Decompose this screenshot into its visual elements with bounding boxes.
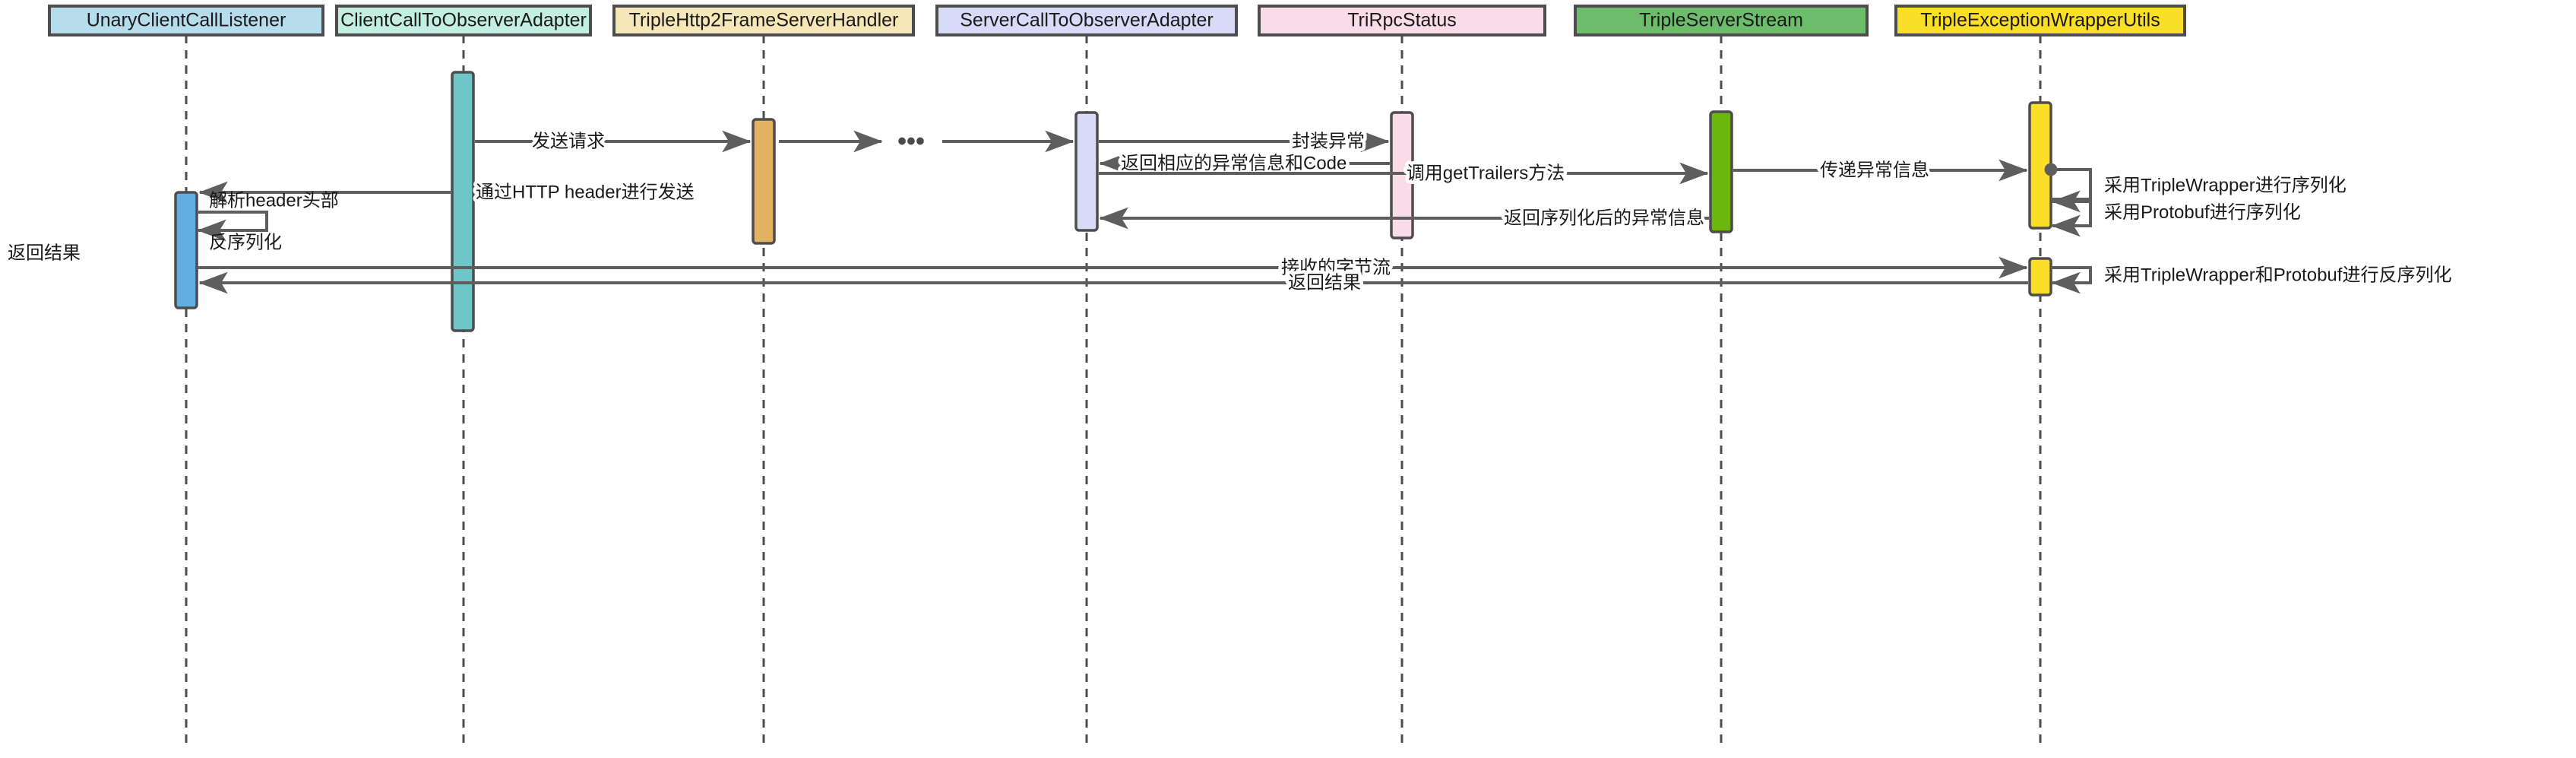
message-label-halo: 传递异常信息 bbox=[1820, 160, 1929, 180]
self-message-s4: 采用TripleWrapper和Protobuf进行反序列化 bbox=[2051, 265, 2451, 294]
message-label-halo: 调用getTrailers方法 bbox=[1407, 163, 1565, 183]
activation-bar-tripleServerStream bbox=[1709, 110, 1733, 233]
activation-bar-tripleHttp2FrameServerHandler bbox=[752, 118, 776, 245]
participant-box[interactable] bbox=[1894, 5, 2186, 36]
message-label: 返回序列化后的异常信息 bbox=[1504, 208, 1704, 228]
participant-box[interactable] bbox=[612, 5, 915, 36]
participant-label: TriRpcStatus bbox=[1347, 10, 1457, 31]
message-label: 接收的字节流 bbox=[1281, 257, 1391, 278]
standalone-label: 返回结果 bbox=[8, 243, 81, 263]
message-label: 返回结果 bbox=[1288, 272, 1361, 293]
activation-bar-clientCallToObserverAdapter bbox=[451, 71, 475, 332]
message-label-halo: 通过HTTP header进行发送 bbox=[476, 182, 695, 202]
message-label-halo: 发送请求 bbox=[532, 131, 605, 151]
ellipsis-marker: ••• bbox=[897, 127, 925, 156]
activations-layer bbox=[174, 71, 2052, 332]
message-label-halo: 返回结果 bbox=[1288, 272, 1361, 293]
participant-label: TripleServerStream bbox=[1639, 10, 1803, 31]
self-message-label: 采用TripleWrapper进行序列化 bbox=[2104, 175, 2347, 195]
message-label-halo: 返回序列化后的异常信息 bbox=[1504, 208, 1704, 228]
message-label-halo: 封装异常 bbox=[1292, 131, 1365, 151]
participant-serverCallToObserverAdapter[interactable]: ServerCallToObserverAdapter bbox=[935, 5, 1238, 36]
participant-box[interactable] bbox=[48, 5, 324, 36]
participant-box[interactable] bbox=[1574, 5, 1869, 36]
activation-bar-serverCallToObserverAdapter bbox=[1074, 111, 1099, 232]
lifelines-layer bbox=[185, 35, 2042, 747]
message-label: 调用getTrailers方法 bbox=[1407, 163, 1565, 183]
self-message-s3: 采用Protobuf进行序列化 bbox=[2051, 198, 2301, 237]
message-label: 封装异常 bbox=[1292, 131, 1365, 151]
participant-label: ClientCallToObserverAdapter bbox=[340, 10, 587, 31]
participant-box[interactable] bbox=[335, 5, 592, 36]
participant-unaryClientCallListener[interactable]: UnaryClientCallListener bbox=[48, 5, 324, 36]
message-label: 返回相应的异常信息和Code bbox=[1121, 153, 1347, 173]
self-message-label: 采用TripleWrapper和Protobuf进行反序列化 bbox=[2104, 265, 2451, 285]
participant-tripleHttp2FrameServerHandler[interactable]: TripleHttp2FrameServerHandler bbox=[612, 5, 915, 36]
participant-triRpcStatus[interactable]: TriRpcStatus bbox=[1258, 5, 1546, 36]
activation-bar-tripleExceptionWrapperUtils bbox=[2028, 101, 2052, 230]
participant-label: UnaryClientCallListener bbox=[87, 10, 286, 31]
participant-tripleExceptionWrapperUtils[interactable]: TripleExceptionWrapperUtils bbox=[1894, 5, 2186, 36]
activation-bar-triRpcStatus bbox=[1390, 111, 1414, 239]
message-label-halo: 接收的字节流 bbox=[1281, 257, 1391, 278]
participant-clientCallToObserverAdapter[interactable]: ClientCallToObserverAdapter bbox=[335, 5, 592, 36]
svg-text:•••: ••• bbox=[897, 127, 925, 156]
free-label-free-return-result: 返回结果 bbox=[8, 243, 81, 263]
self-message-label-bottom: 反序列化 bbox=[209, 232, 282, 252]
message-label: 发送请求 bbox=[532, 131, 605, 151]
participant-headers-layer: UnaryClientCallListener ClientCallToObser… bbox=[48, 5, 2186, 36]
participant-label: TripleExceptionWrapperUtils bbox=[1920, 10, 2160, 31]
free-labels-layer: 返回结果 bbox=[8, 243, 81, 263]
participant-tripleServerStream[interactable]: TripleServerStream bbox=[1574, 5, 1869, 36]
activation-bar-unaryClientCallListener bbox=[174, 191, 198, 309]
self-message-label-top: 解析header头部 bbox=[209, 190, 339, 211]
participant-label: ServerCallToObserverAdapter bbox=[960, 10, 1213, 31]
self-message-s2: 采用TripleWrapper进行序列化 bbox=[2044, 163, 2347, 213]
participant-box[interactable] bbox=[935, 5, 1238, 36]
participant-box[interactable] bbox=[1258, 5, 1546, 36]
participant-label: TripleHttp2FrameServerHandler bbox=[629, 10, 899, 31]
activation-bar-tripleExceptionWrapperUtils bbox=[2028, 257, 2052, 297]
message-label: 传递异常信息 bbox=[1820, 160, 1929, 180]
message-label: 通过HTTP header进行发送 bbox=[476, 182, 695, 202]
self-message-label: 采用Protobuf进行序列化 bbox=[2104, 202, 2301, 223]
